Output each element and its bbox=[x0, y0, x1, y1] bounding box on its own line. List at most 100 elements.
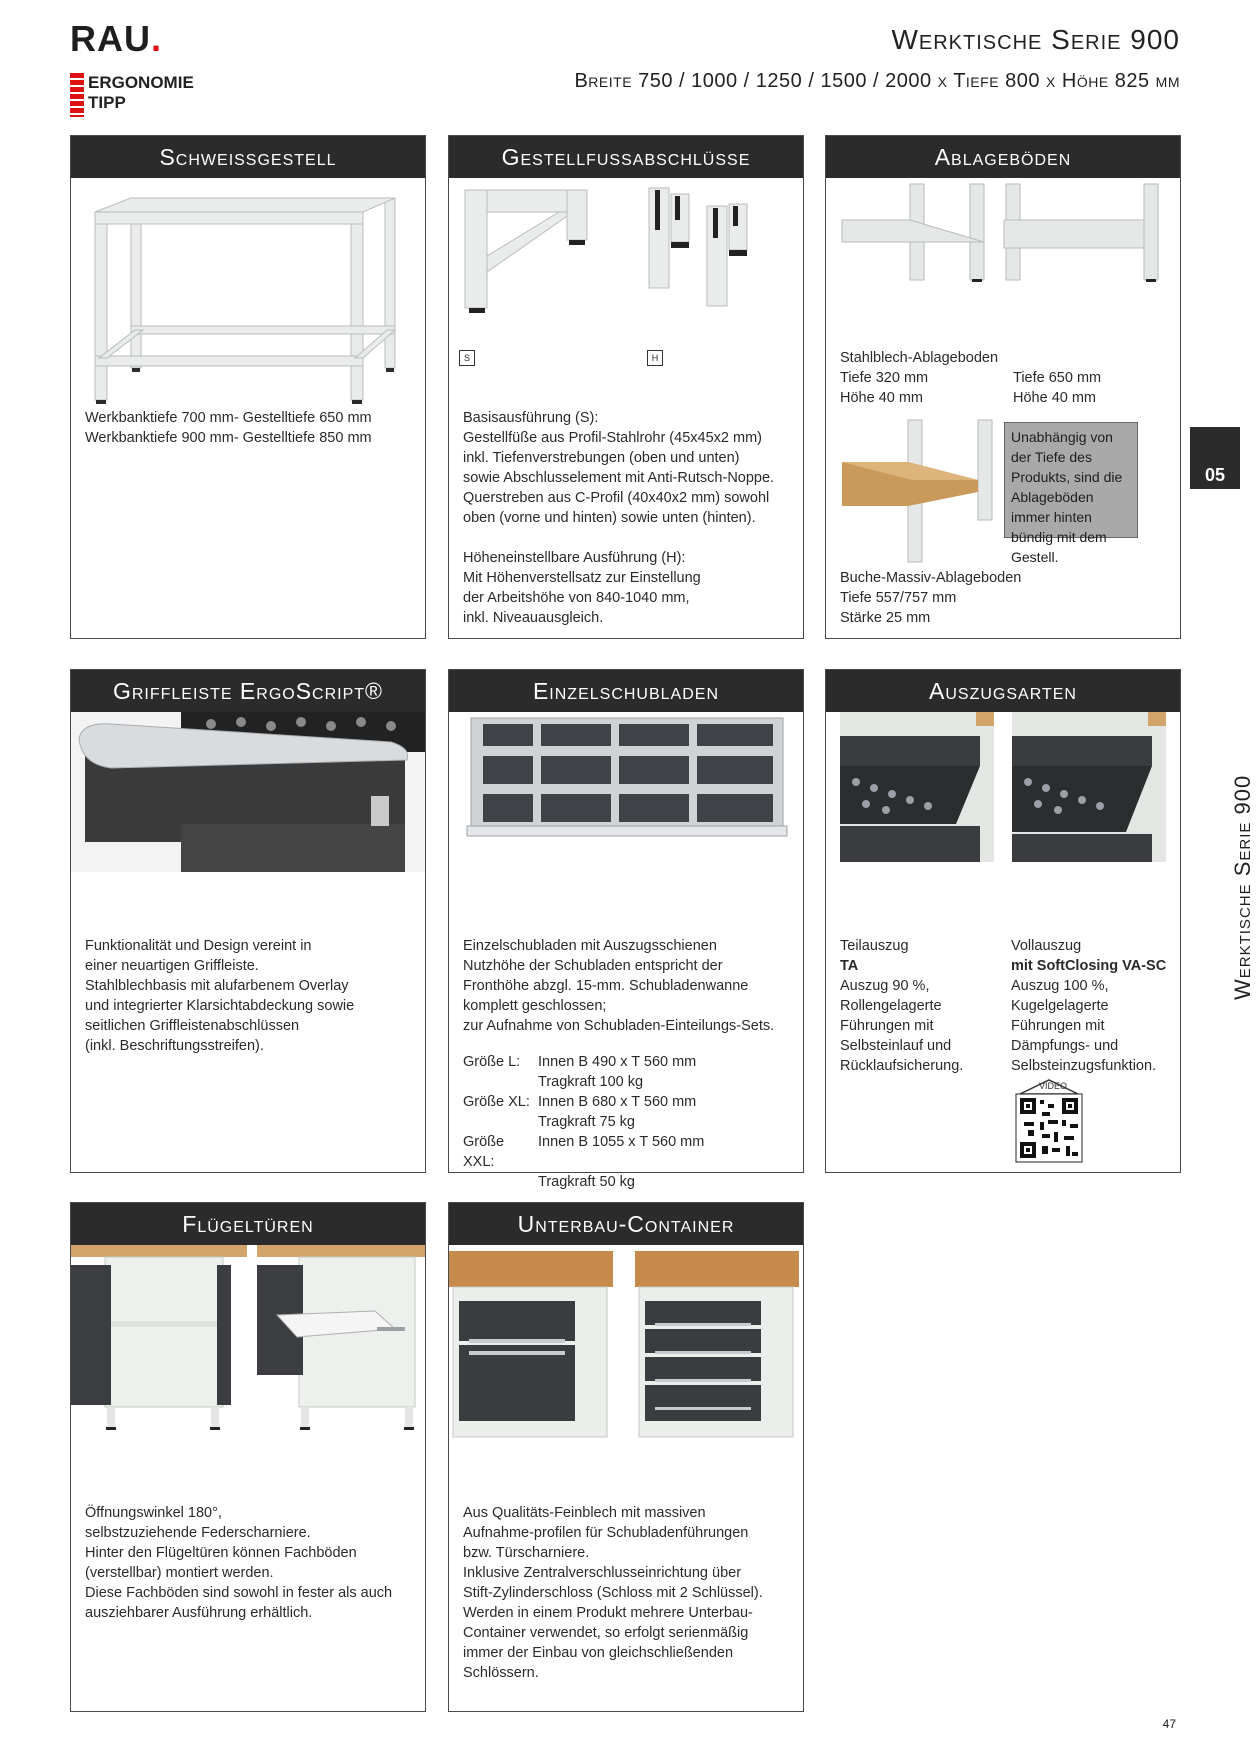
fuss-line: Basisausführung (S): bbox=[463, 410, 599, 426]
drawer-insert-image bbox=[466, 717, 788, 837]
fuss-line: Querstreben aus C-Profil (40x40x2 mm) so… bbox=[463, 490, 770, 506]
griff-line: (inkl. Beschriftungsstreifen). bbox=[85, 1038, 264, 1054]
under-container-image bbox=[449, 1251, 799, 1438]
griff-line: und integrierter Klarsichtabdeckung sowi… bbox=[85, 998, 355, 1014]
ergonomie-icon bbox=[70, 73, 84, 117]
fluegel-line: Hinter den Flügeltüren können Fachböden bbox=[85, 1545, 357, 1561]
frame-feet-image bbox=[464, 187, 748, 313]
va-line: Vollauszug bbox=[1011, 938, 1082, 954]
va-line: Führungen mit bbox=[1011, 1018, 1105, 1034]
stahl-a-tiefe: Tiefe 320 mm bbox=[840, 370, 929, 386]
size-dimensions: Innen B 680 x T 560 mm bbox=[538, 1094, 697, 1110]
size-capacity: Tragkraft 100 kg bbox=[538, 1074, 644, 1090]
schub-line: zur Aufnahme von Schubladen-Einteilungs-… bbox=[463, 1018, 775, 1034]
fuss-line: oben (vorne und hinten) sowie unten (hin… bbox=[463, 510, 756, 526]
page-number: 47 bbox=[1162, 1717, 1176, 1731]
fuss-line: Gestellfüße aus Profil-Stahlrohr (45x45x… bbox=[463, 430, 762, 446]
ta-line: Rücklaufsicherung. bbox=[840, 1058, 964, 1074]
beech-shelf-image bbox=[842, 419, 993, 563]
fluegel-line: ausziehbarer Ausführung erhältlich. bbox=[85, 1605, 313, 1621]
stahl-b-hoehe: Höhe 40 mm bbox=[1013, 390, 1097, 406]
size-capacity: Tragkraft 75 kg bbox=[538, 1114, 635, 1130]
va-code: mit SoftClosing VA-SC bbox=[1011, 958, 1167, 974]
buche-line: Buche-Massiv-Ablageboden bbox=[840, 570, 1022, 586]
unterbau-line: Inklusive Zentralverschlusseinrichtung ü… bbox=[463, 1565, 742, 1581]
unterbau-line: Aus Qualitäts-Feinblech mit massiven bbox=[463, 1505, 706, 1521]
stahl-title: Stahlblech-Ablageboden bbox=[840, 350, 999, 366]
ta-code: TA bbox=[840, 958, 859, 974]
size-label: Größe L: bbox=[463, 1054, 521, 1070]
size-dimensions: Innen B 1055 x T 560 mm bbox=[538, 1134, 705, 1150]
page-title: Werktische Serie 900 bbox=[891, 24, 1180, 55]
size-label: Größe XL: bbox=[463, 1094, 530, 1110]
brand-logo: RAU. bbox=[70, 18, 163, 59]
box-griffleiste: Griffleiste ErgoScript® Funktionalität u… bbox=[70, 669, 426, 1173]
unterbau-line: Container verwendet, so erfolgt serienmä… bbox=[463, 1625, 749, 1641]
fuss-line: inkl. Tiefenverstrebungen (oben und unte… bbox=[463, 450, 740, 466]
griff-line: Stahlblechbasis mit alufarbenem Overlay bbox=[85, 978, 349, 994]
ta-line: Teilauszug bbox=[840, 938, 909, 954]
video-qr-code[interactable] bbox=[1012, 1079, 1086, 1164]
unterbau-line: immer der Einbau von gleichschließenden bbox=[463, 1645, 734, 1661]
handle-bar-image bbox=[71, 712, 425, 872]
chapter-number: 05 bbox=[1204, 465, 1226, 485]
wing-doors-image bbox=[71, 1245, 425, 1430]
unterbau-line: bzw. Türscharniere. bbox=[463, 1545, 590, 1561]
ta-line: Auszug 90 %, bbox=[840, 978, 930, 994]
schub-line: Nutzhöhe der Schubladen entspricht der bbox=[463, 958, 723, 974]
schub-line: Einzelschubladen mit Auszugsschienen bbox=[463, 938, 717, 954]
schweiss-line: Werkbanktiefe 700 mm- Gestelltiefe 650 m… bbox=[85, 410, 372, 426]
box-auszugsarten: Auszugsarten Teilauszug TA Auszug 90 %, … bbox=[825, 669, 1181, 1173]
ta-line: Selbsteinlauf und bbox=[840, 1038, 952, 1054]
va-line: Auszug 100 %, bbox=[1011, 978, 1109, 994]
va-line: Selbsteinzugsfunktion. bbox=[1011, 1058, 1157, 1074]
box-ablageboeden: Ablageböden Stahlblech-Ablageboden Tiefe… bbox=[825, 135, 1181, 639]
unterbau-line: Schlössern. bbox=[463, 1665, 539, 1681]
fuss-line: der Arbeitshöhe von 840-1040 mm, bbox=[463, 590, 690, 606]
schweiss-line: Werkbanktiefe 900 mm- Gestelltiefe 850 m… bbox=[85, 430, 372, 446]
chapter-tab: 05 bbox=[1190, 427, 1240, 489]
box-unterbau-container: Unterbau-Container Aus Qualitäts-Feinble… bbox=[448, 1202, 804, 1712]
size-table: Größe L: Innen B 490 x T 560 mm Tragkraft… bbox=[463, 1052, 791, 1192]
box-title: Griffleiste ErgoScript® bbox=[71, 670, 425, 712]
ta-line: Führungen mit bbox=[840, 1018, 934, 1034]
buche-line: Tiefe 557/757 mm bbox=[840, 590, 957, 606]
box-einzelschubladen: Einzelschubladen Einzelschubladen mit Au… bbox=[448, 669, 804, 1190]
va-line: Kugelgelagerte bbox=[1011, 998, 1109, 1014]
steel-shelf-image bbox=[841, 183, 1159, 282]
tag-s: S bbox=[459, 350, 475, 366]
griff-line: seitlichen Griffleistenabschlüssen bbox=[85, 1018, 300, 1034]
ergonomie-tipp-badge: ERGONOMIE TIPP bbox=[70, 73, 194, 117]
schub-line: Fronthöhe abzgl. 15-mm. Schubladenwanne bbox=[463, 978, 749, 994]
fluegel-line: selbstzuziehende Federscharniere. bbox=[85, 1525, 311, 1541]
buche-line: Stärke 25 mm bbox=[840, 610, 931, 626]
schub-line: komplett geschlossen; bbox=[463, 998, 607, 1014]
box-title: Unterbau-Container bbox=[449, 1203, 803, 1245]
griff-line: Funktionalität und Design vereint in bbox=[85, 938, 312, 954]
drawer-slides-image bbox=[840, 712, 1166, 862]
fuss-line: Mit Höhenverstellsatz zur Einstellung bbox=[463, 570, 701, 586]
tag-h: H bbox=[647, 350, 663, 366]
box-title: Ablageböden bbox=[826, 136, 1180, 178]
box-title: Einzelschubladen bbox=[449, 670, 803, 712]
box-title: Auszugsarten bbox=[826, 670, 1180, 712]
video-label: VIDEO bbox=[1039, 1081, 1068, 1091]
box-title: Gestellfussabschlüsse bbox=[449, 136, 803, 178]
side-vertical-title: Werktische Serie 900 bbox=[1230, 774, 1255, 1000]
unterbau-line: Werden in einem Produkt mehrere Unterbau… bbox=[463, 1605, 753, 1621]
fuss-line: Höheneinstellbare Ausführung (H): bbox=[463, 550, 686, 566]
fluegel-line: Öffnungswinkel 180°, bbox=[85, 1505, 222, 1521]
unterbau-line: Stift-Zylinderschloss (Schloss mit 2 Sch… bbox=[463, 1585, 763, 1601]
size-dimensions: Innen B 490 x T 560 mm bbox=[538, 1054, 697, 1070]
box-fluegeltueren: Flügeltüren Öffnungswinkel 180°, selbstz… bbox=[70, 1202, 426, 1712]
ergonomie-line2: TIPP bbox=[88, 93, 126, 112]
page-subtitle: Breite 750 / 1000 / 1250 / 1500 / 2000 x… bbox=[574, 70, 1180, 92]
size-capacity: Tragkraft 50 kg bbox=[538, 1174, 635, 1190]
unterbau-line: Aufnahme-profilen für Schubladenführunge… bbox=[463, 1525, 749, 1541]
va-line: Dämpfungs- und bbox=[1011, 1038, 1119, 1054]
box-gestellfussabschluesse: Gestellfussabschlüsse S H Basisausführun… bbox=[448, 135, 804, 639]
fluegel-line: (verstellbar) montiert werden. bbox=[85, 1565, 274, 1581]
welded-frame-image bbox=[94, 197, 397, 404]
fuss-line: sowie Abschlusselement mit Anti-Rutsch-N… bbox=[463, 470, 775, 486]
box-title: Flügeltüren bbox=[71, 1203, 425, 1245]
